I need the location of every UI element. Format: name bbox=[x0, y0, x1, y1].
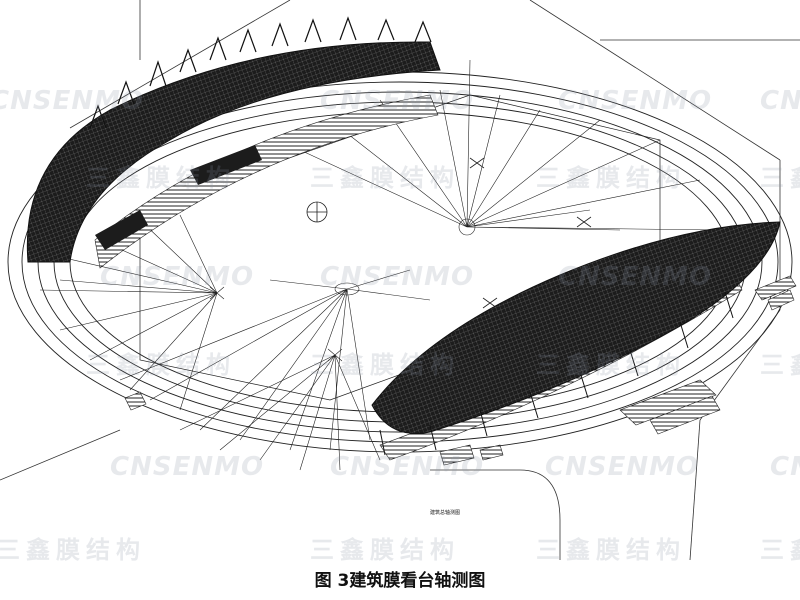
north-grandstand bbox=[26, 16, 441, 269]
field-center-mark bbox=[306, 201, 328, 223]
cable-fan-south bbox=[119, 269, 431, 451]
southeast-membrane-roof bbox=[371, 221, 781, 434]
cable-fan-center bbox=[299, 59, 721, 236]
southeast-grandstand bbox=[371, 221, 781, 461]
entry-paving bbox=[124, 275, 797, 466]
cable-fan-west bbox=[29, 214, 225, 411]
north-grandstand-seating bbox=[94, 94, 439, 269]
north-membrane-roof bbox=[26, 41, 441, 263]
drawing-title-stamp: 建筑总轴测图 bbox=[430, 510, 461, 516]
southeast-roof-supports bbox=[379, 291, 734, 456]
site-boundary bbox=[0, 0, 800, 560]
north-dark-bands bbox=[95, 145, 262, 250]
north-roof-masts bbox=[89, 16, 432, 129]
cable-fan-southwest bbox=[179, 348, 381, 471]
figure-caption: 图 3建筑膜看台轴测图 bbox=[314, 571, 486, 591]
stadium-axonometric-drawing bbox=[0, 0, 800, 560]
